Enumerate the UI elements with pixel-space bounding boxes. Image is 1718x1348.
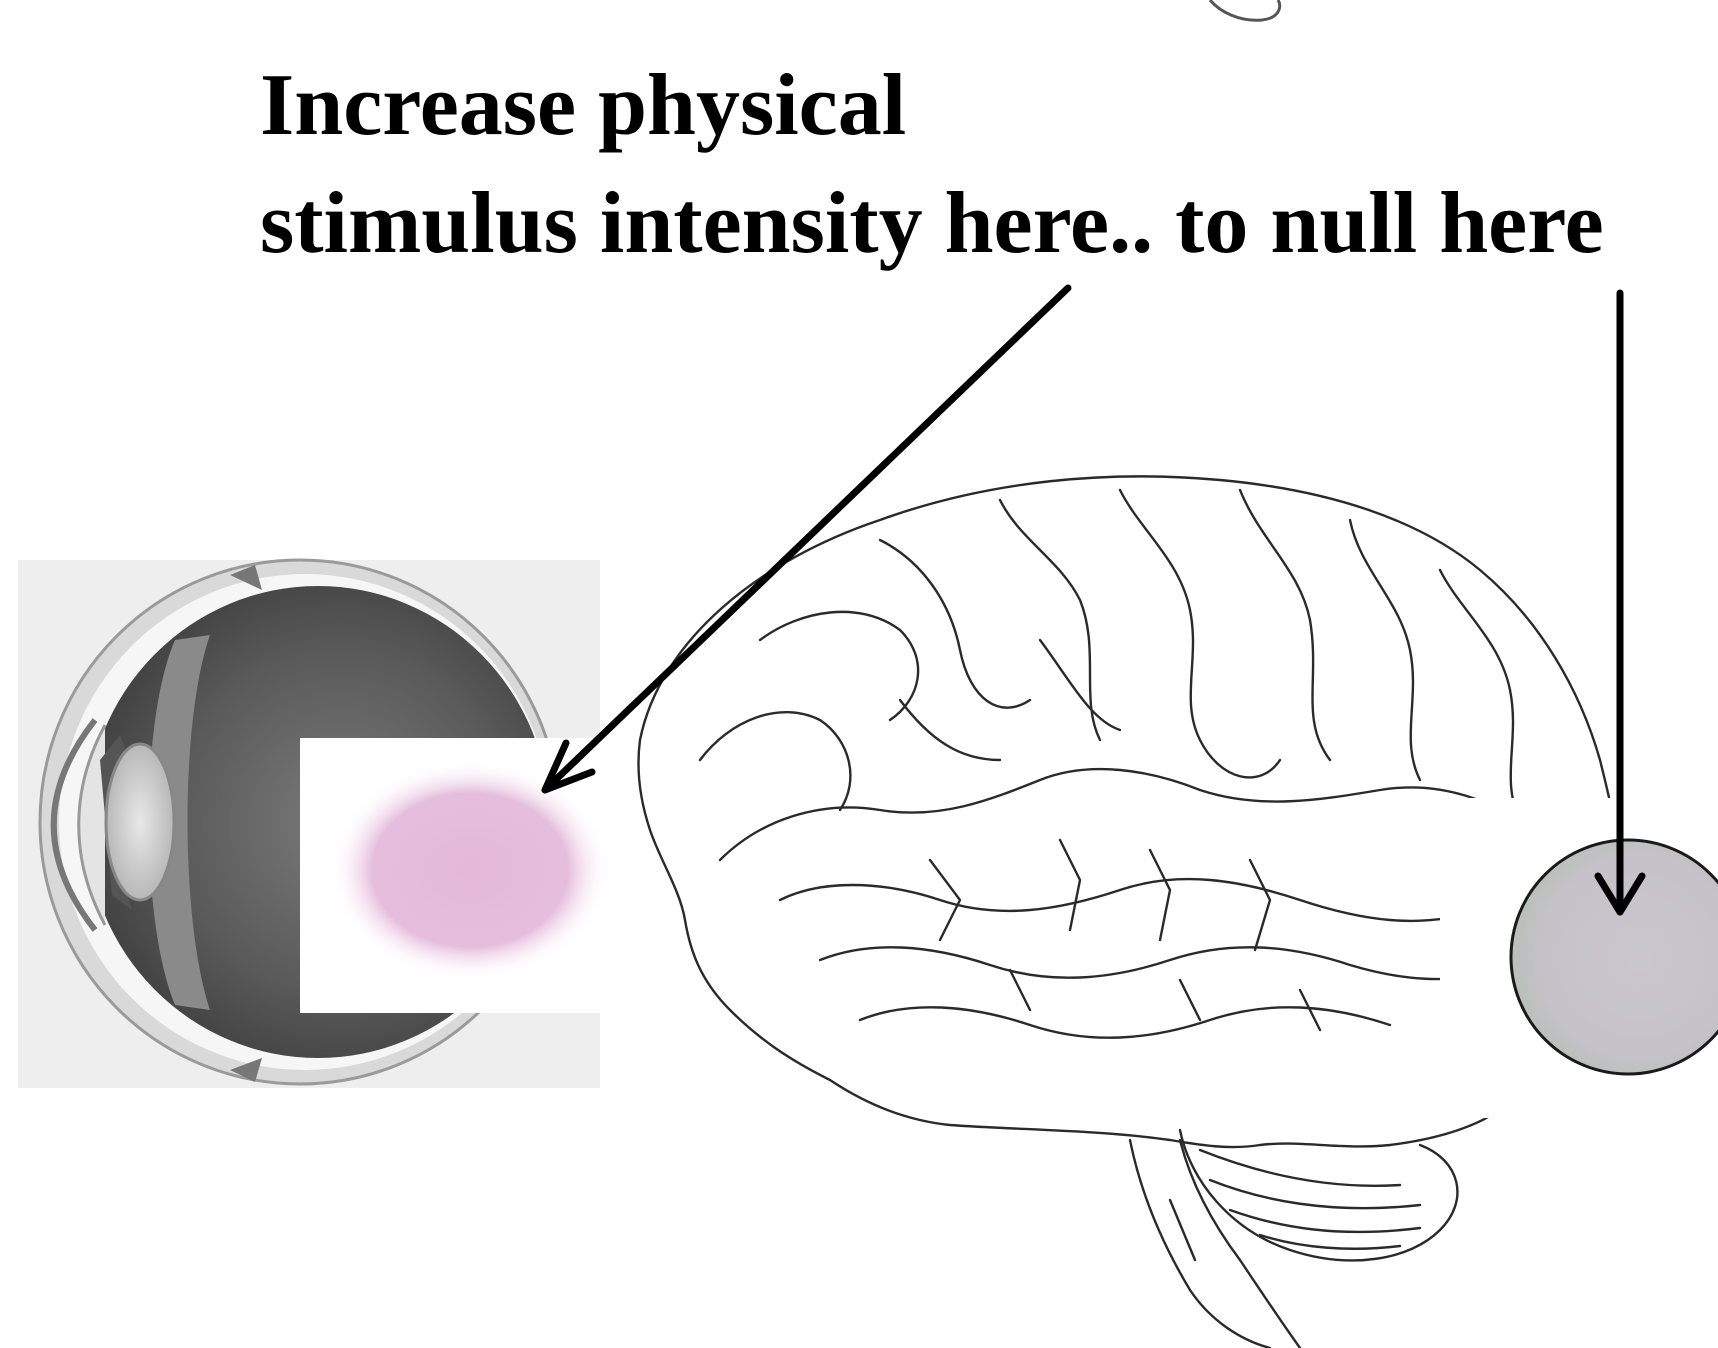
caption-line-2: stimulus intensity here.. to null here bbox=[260, 180, 1604, 268]
caption-line-1: Increase physical bbox=[260, 62, 906, 150]
null-patch bbox=[1440, 798, 1718, 1118]
caption: Increase physical stimulus intensity her… bbox=[0, 0, 1718, 320]
